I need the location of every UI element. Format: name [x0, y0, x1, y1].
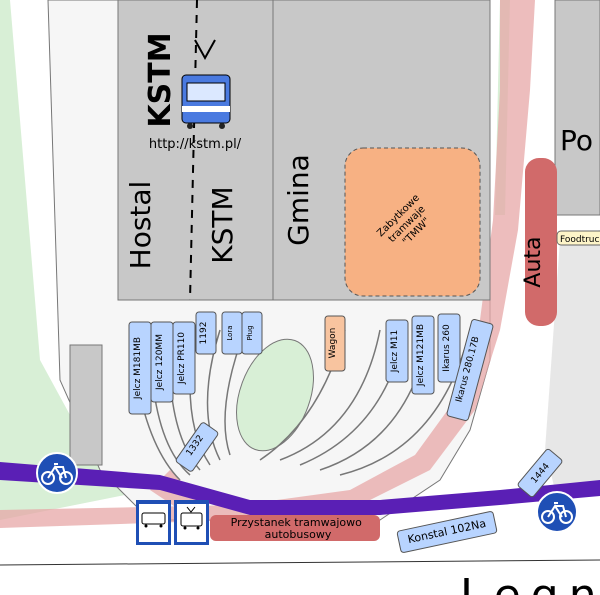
building-po: [554, 0, 600, 216]
foodtruck-tag: [556, 230, 600, 246]
vehicle-jelcz-m121mb: Jelcz M121MB: [411, 315, 435, 395]
tram-stop-icon: [174, 500, 209, 545]
kstm-url: http://kstm.pl/: [149, 137, 242, 152]
svg-text:Jelcz 120MM: Jelcz 120MM: [155, 334, 165, 391]
green-oval: [236, 338, 314, 452]
vehicle-1192: 1192: [195, 311, 217, 355]
svg-text:1192: 1192: [199, 322, 209, 345]
stop-label-line2: autobusowy: [265, 528, 332, 541]
vehicle-tags: Jelcz M181MB Jelcz 120MM Jelcz PR110 119…: [128, 311, 563, 553]
svg-text:Pług: Pług: [246, 325, 254, 340]
vehicle-lora: Lora: [221, 311, 243, 355]
label-gmina: Gmina: [282, 154, 315, 246]
label-auta: Auta: [521, 236, 546, 287]
vehicle-jelcz-120mm: Jelcz 120MM: [150, 321, 174, 403]
grass-left: [0, 0, 150, 520]
vehicle-ikarus-260: Ikarus 260: [437, 313, 461, 383]
street-name: Legn: [460, 570, 600, 595]
label-po: Po: [560, 124, 593, 157]
vehicle-plug: Pług: [241, 311, 263, 355]
tram-icon: [181, 39, 231, 129]
svg-text:Jelcz PR110: Jelcz PR110: [177, 332, 187, 385]
svg-text:Wagon: Wagon: [328, 328, 338, 359]
vehicle-1444: 1444: [517, 448, 563, 498]
street-curb: [0, 559, 600, 566]
vehicle-konstal-102na: Konstal 102Na: [396, 511, 498, 553]
foodtruck-label: Foodtruc: [560, 235, 600, 245]
stop-bar: [210, 515, 380, 541]
parking-auta: [525, 158, 557, 326]
vehicle-jelcz-m181mb: Jelcz M181MB: [128, 321, 152, 415]
vehicle-wagon: Wagon: [324, 315, 346, 372]
bicycle-icon: [36, 452, 78, 494]
vehicle-jelcz-pr110: Jelcz PR110: [172, 321, 196, 395]
svg-text:Lora: Lora: [226, 325, 234, 340]
svg-text:Jelcz M121MB: Jelcz M121MB: [416, 324, 426, 387]
vehicle-jelcz-m11: Jelcz M11: [385, 319, 409, 383]
divider-dashed: [189, 0, 198, 301]
svg-text:Jelcz M11: Jelcz M11: [390, 330, 400, 373]
bike-path: [0, 462, 600, 515]
stop-label: Przystanek tramwajowo autobusowy: [231, 516, 366, 541]
kstm-title: KSTM: [143, 32, 178, 127]
parking-gray: [545, 230, 600, 490]
vehicle-ikarus-280: Ikarus 280.17B: [446, 319, 494, 421]
label-kstm: KSTM: [206, 186, 239, 263]
stop-label-line1: Przystanek tramwajowo: [231, 516, 362, 529]
bus-stop-icon: [136, 500, 171, 545]
label-hostal: Hostal: [124, 181, 157, 270]
building-hostal-kstm: [117, 0, 274, 301]
museum-area: [344, 147, 481, 297]
vehicle-1332: 1332: [175, 422, 219, 472]
bicycle-icon: [536, 491, 578, 533]
building-small: [69, 344, 103, 466]
svg-text:Ikarus 260: Ikarus 260: [442, 324, 452, 372]
svg-text:Jelcz M181MB: Jelcz M181MB: [133, 337, 143, 400]
